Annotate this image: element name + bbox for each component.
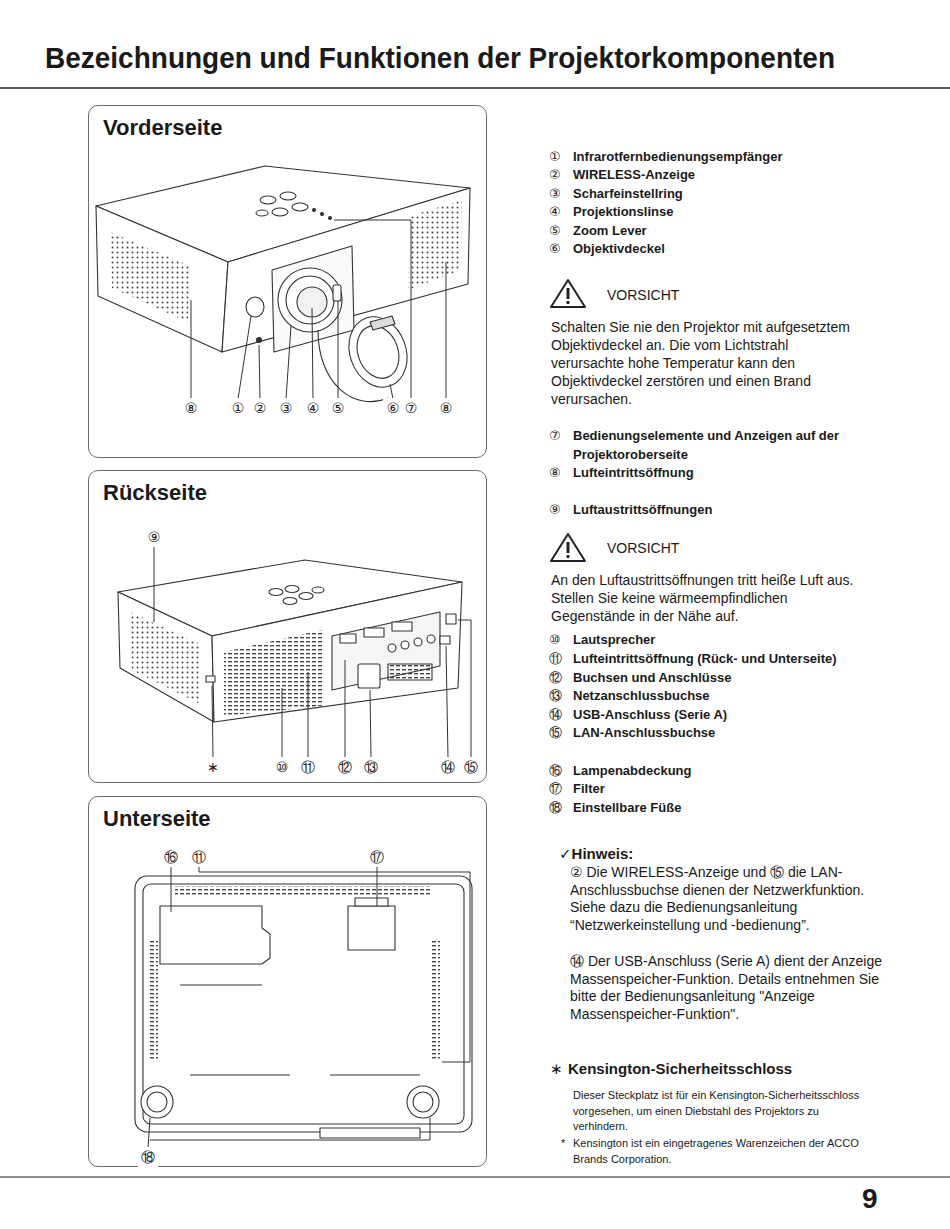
callout-number: ⑤	[328, 398, 348, 418]
note-text: ⑭ Der USB-Anschluss (Serie A) dient der …	[570, 953, 885, 1023]
callout-number: ⑰	[367, 847, 387, 867]
footnote-mark: *	[561, 1136, 571, 1152]
item-number: ⑬	[549, 687, 569, 705]
panel-heading: Vorderseite	[103, 115, 222, 141]
callout-number: ⑩	[272, 757, 292, 777]
item-number: ⑫	[549, 669, 569, 687]
callout-number: ⑪	[189, 847, 209, 867]
item-name: Lufteintrittsöffnung	[573, 464, 933, 483]
item-number: ⑭	[549, 706, 569, 724]
callout-number: ⑮	[461, 757, 481, 777]
callout-number: ②	[250, 398, 270, 418]
callout-number: ⑧	[181, 398, 201, 418]
callout-number: ⑯	[161, 847, 181, 867]
item-name: Buchsen und Anschlüsse	[573, 669, 933, 688]
item-name: Lufteintrittsöffnung (Rück- und Untersei…	[573, 650, 933, 669]
item-number: ⑤	[549, 222, 569, 240]
item-name: Lampenabdeckung	[573, 762, 933, 781]
callout-number: ∗	[203, 757, 223, 777]
item-name: Projektionslinse	[573, 203, 933, 222]
section-heading: Kensington-Sicherheitsschloss	[568, 1060, 792, 1078]
item-number: ⑦	[549, 427, 569, 445]
item-name: Objektivdeckel	[573, 240, 933, 259]
item-name: WIRELESS-Anzeige	[573, 166, 933, 185]
page-title: Bezeichnungen und Funktionen der Projekt…	[45, 40, 835, 76]
item-name: Scharfeinstellring	[573, 185, 933, 204]
item-name: Netzanschlussbuchse	[573, 687, 933, 706]
item-number: ⑪	[549, 650, 569, 668]
item-name: USB-Anschluss (Serie A)	[573, 706, 933, 725]
item-name: Bedienungselemente und Anzeigen auf der …	[573, 427, 873, 464]
callout-number: ⑱	[138, 1147, 158, 1167]
item-name: Luftaustrittsöffnungen	[573, 501, 933, 520]
item-name: Einstellbare Füße	[573, 799, 933, 818]
note-heading: ✓Hinweis:	[559, 845, 633, 863]
page-number: 9	[862, 1183, 878, 1215]
item-number: ⑧	[549, 464, 569, 482]
item-name: LAN-Anschlussbuchse	[573, 724, 933, 743]
callout-number: ⑭	[438, 757, 458, 777]
item-number: ⑥	[549, 240, 569, 258]
view-panel: Rückseite	[88, 470, 487, 783]
callout-number: ③	[276, 398, 296, 418]
callout-number: ⑨	[144, 527, 164, 547]
item-number: ⑯	[549, 762, 569, 780]
item-number: ⑮	[549, 724, 569, 742]
callout-number: ⑧	[436, 398, 456, 418]
warning-heading: VORSICHT	[607, 286, 679, 304]
callout-number: ⑪	[298, 757, 318, 777]
callout-number: ⑥	[383, 398, 403, 418]
item-number: ②	[549, 166, 569, 184]
panel-heading: Unterseite	[103, 806, 211, 832]
item-number: ⑱	[549, 799, 569, 817]
callout-number: ⑬	[361, 757, 381, 777]
section-text: Dieser Steckplatz ist für ein Kensington…	[573, 1088, 873, 1135]
item-name: Filter	[573, 780, 933, 799]
item-name: Infrarotfernbedienungsempfänger	[573, 148, 933, 167]
item-number: ⑩	[549, 631, 569, 649]
callout-number: ①	[228, 398, 248, 418]
view-panel: Unterseite	[88, 796, 487, 1167]
callout-number: ⑫	[335, 757, 355, 777]
warning-text: An den Luftaustrittsöffnungen tritt heiß…	[551, 571, 859, 625]
item-name: Zoom Lever	[573, 222, 933, 241]
callout-number: ④	[303, 398, 323, 418]
note-text: ② Die WIRELESS-Anzeige und ⑮ die LAN-Ans…	[570, 864, 885, 934]
warning-text: Schalten Sie nie den Projektor mit aufge…	[551, 318, 851, 408]
footnote-mark: ∗	[550, 1060, 566, 1078]
footnote-text: Kensington ist ein eingetragenes Warenze…	[573, 1136, 873, 1167]
warning-heading: VORSICHT	[607, 539, 679, 557]
item-number: ①	[549, 148, 569, 166]
item-number: ⑰	[549, 780, 569, 798]
item-number: ⑨	[549, 501, 569, 519]
item-number: ④	[549, 203, 569, 221]
item-name: Lautsprecher	[573, 631, 933, 650]
panel-heading: Rückseite	[103, 480, 207, 506]
item-number: ③	[549, 185, 569, 203]
callout-number: ⑦	[401, 398, 421, 418]
